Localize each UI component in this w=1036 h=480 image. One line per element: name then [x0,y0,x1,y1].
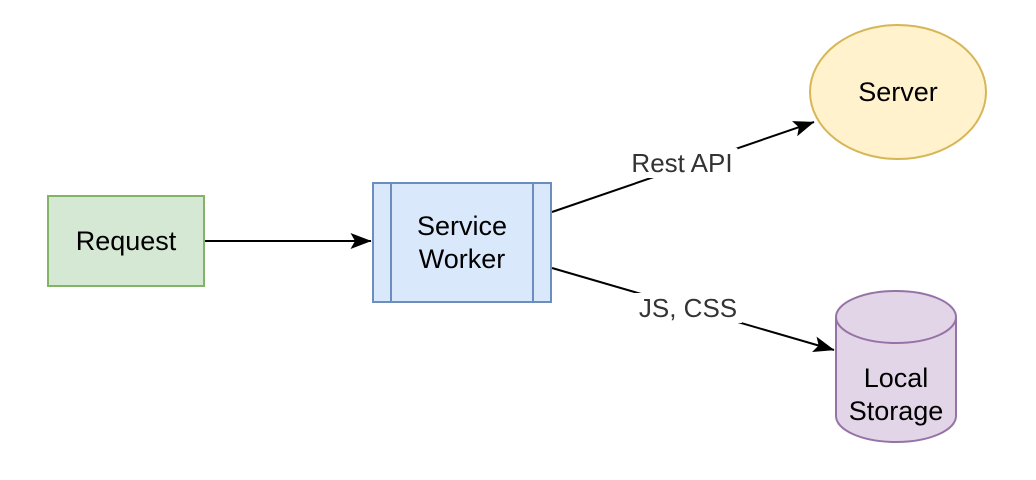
node-service-worker: Service Worker [372,182,552,303]
cylinder-body [835,290,957,443]
edge-label-rest-api: Rest API [626,148,738,178]
node-server: Server [809,24,987,160]
process-bar-left [390,184,392,301]
node-service-worker-label: Service Worker [416,210,508,274]
node-local-storage [835,290,957,443]
cylinder-top-arc [835,316,957,344]
node-local-storage-label: Local Storage [848,363,944,426]
node-server-label: Server [858,76,938,107]
edge-label-js-css: JS, CSS [633,293,743,323]
node-request: Request [47,195,205,287]
node-request-label: Request [75,225,177,256]
process-bar-right [532,184,534,301]
